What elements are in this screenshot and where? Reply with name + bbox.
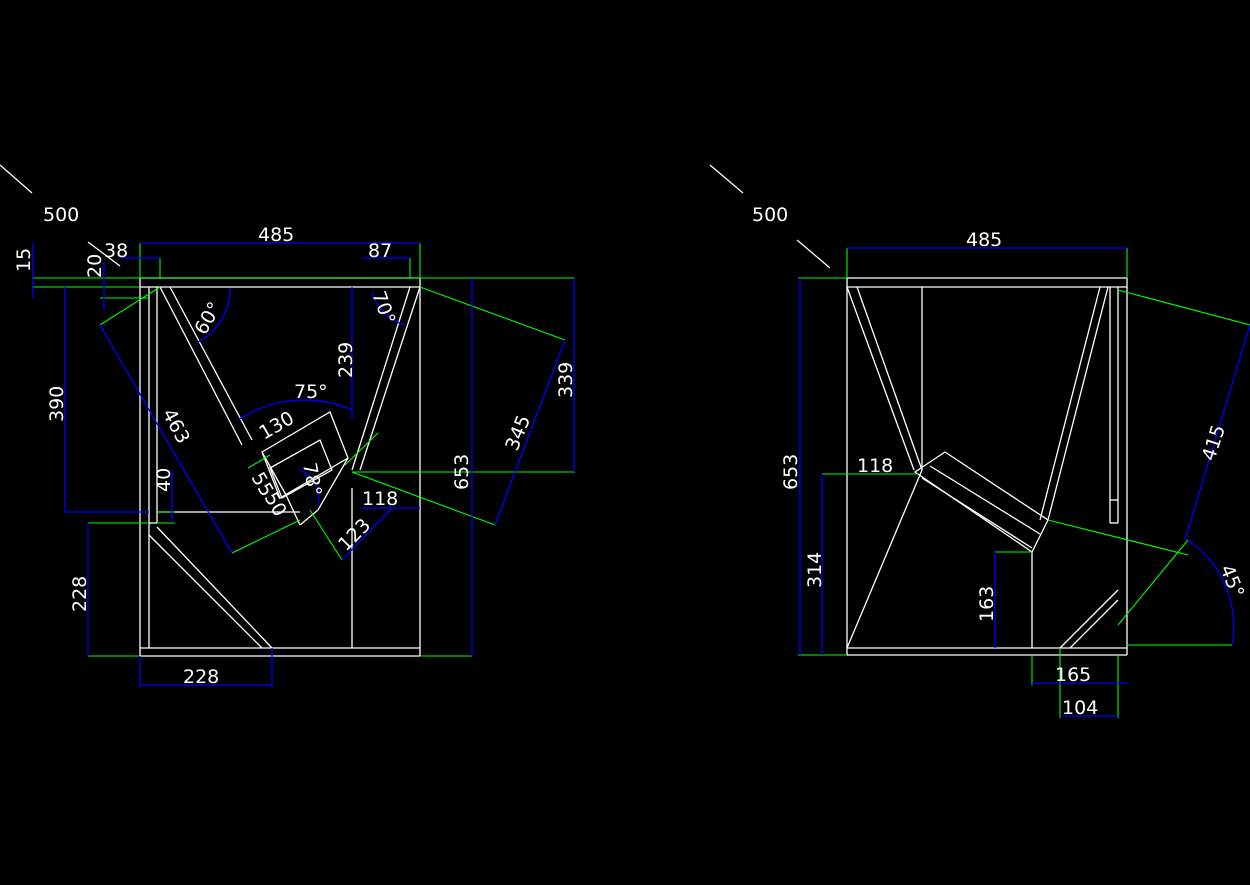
right-dimension-lines <box>709 164 1250 717</box>
left-dimension-labels: 500 485 38 87 15 20 390 463 40 228 228 6… <box>13 204 577 688</box>
right-d104-label: 104 <box>1062 697 1098 719</box>
right-width-label: 485 <box>966 229 1002 251</box>
left-depth-label: 500 <box>43 204 79 226</box>
left-angle-60-label: 60° <box>190 298 226 338</box>
right-d415-label: 415 <box>1198 422 1230 463</box>
right-d118-label: 118 <box>857 455 893 477</box>
right-height-label: 653 <box>780 454 802 490</box>
left-internal-panels <box>148 286 421 649</box>
left-d38-label: 38 <box>104 240 128 262</box>
left-cabinet-outline <box>139 277 421 657</box>
right-cabinet-outline <box>846 277 1128 656</box>
right-dimension-labels: 500 485 653 118 314 163 165 104 415 45° <box>752 204 1248 719</box>
left-d228-bottom-label: 228 <box>183 666 219 688</box>
left-d123-label: 123 <box>334 514 375 555</box>
left-angle-75-label: 75° <box>294 381 328 403</box>
left-d228-side-label: 228 <box>69 576 91 612</box>
left-view: 500 485 38 87 15 20 390 463 40 228 228 6… <box>0 164 577 688</box>
left-d463-label: 463 <box>158 405 194 447</box>
left-d390-label: 390 <box>46 386 68 422</box>
right-view: 500 485 653 118 314 163 165 104 415 45° <box>709 164 1250 719</box>
left-d118-label: 118 <box>362 488 398 510</box>
left-d40-label: 40 <box>153 468 175 492</box>
left-d239-label: 239 <box>335 342 357 378</box>
right-d165-label: 165 <box>1055 664 1091 686</box>
left-dimension-lines <box>0 164 575 687</box>
right-angle-45-label: 45° <box>1215 562 1248 601</box>
right-depth-label: 500 <box>752 204 788 226</box>
left-angle-70-label: 70° <box>367 288 399 327</box>
right-d314-label: 314 <box>804 552 826 588</box>
left-d130-label: 130 <box>256 407 298 444</box>
left-d15-label: 15 <box>13 248 35 272</box>
right-d163-label: 163 <box>976 586 998 622</box>
left-height-label: 653 <box>451 454 473 490</box>
left-d20-label: 20 <box>84 254 106 278</box>
left-d339-label: 339 <box>555 362 577 398</box>
left-angle-78-label: 78° <box>298 461 326 498</box>
left-d87-label: 87 <box>368 240 392 262</box>
left-width-label: 485 <box>258 224 294 246</box>
